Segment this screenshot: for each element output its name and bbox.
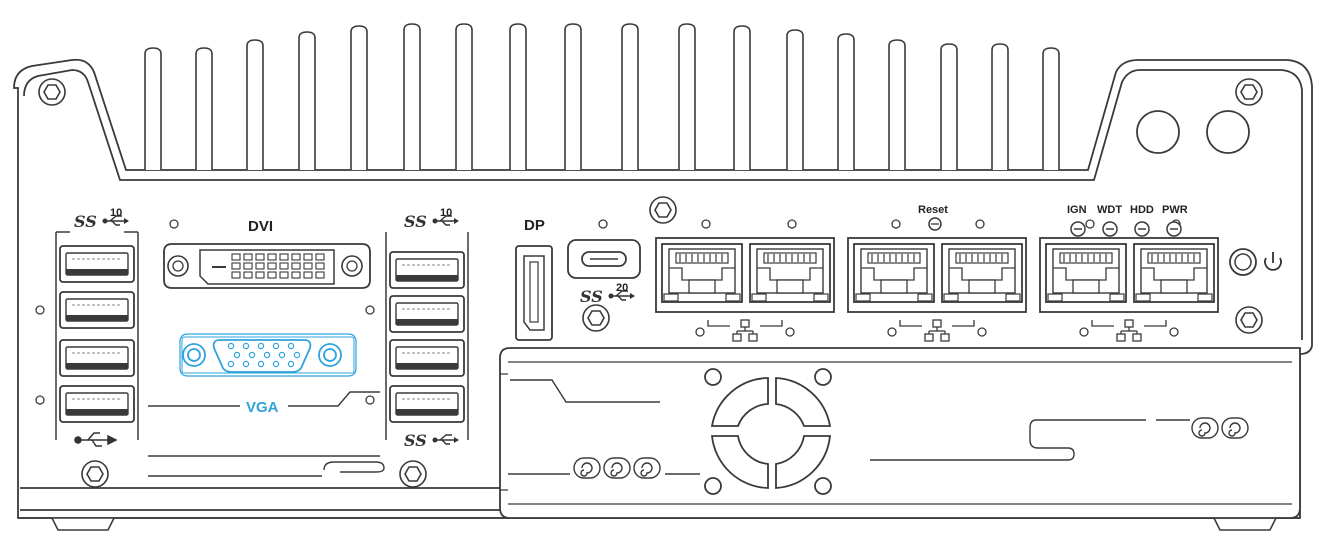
- heatsink-fin: [564, 23, 582, 170]
- heatsink-fin: [144, 47, 162, 170]
- antenna-hole: [1136, 110, 1180, 154]
- pwr-led: [1166, 221, 1182, 237]
- usb3-port[interactable]: [59, 245, 135, 283]
- expansion-cassette: [499, 347, 1301, 519]
- usb-mid-group: 10: [365, 207, 469, 488]
- usb-speed-label: 10: [440, 207, 452, 219]
- usb3-port[interactable]: [389, 251, 465, 289]
- hdd-led: [1134, 221, 1150, 237]
- hex-screw-icon: [582, 304, 610, 332]
- lan-port[interactable]: [1133, 243, 1215, 303]
- wdt-led: [1102, 221, 1118, 237]
- lan-port[interactable]: [853, 243, 935, 303]
- power-icon: [1264, 252, 1282, 271]
- displayport[interactable]: DP: [515, 217, 553, 341]
- heatsink-fin: [733, 25, 751, 170]
- lan-block: [847, 219, 1027, 342]
- vga-label: VGA: [246, 399, 279, 416]
- ign-switch[interactable]: [1070, 221, 1086, 237]
- hex-screw-icon: [399, 460, 427, 488]
- heatsink-fin: [1042, 47, 1060, 170]
- heatsink-fin: [246, 39, 264, 170]
- ign-label: IGN: [1067, 204, 1087, 216]
- lan-block: [1039, 219, 1219, 342]
- usbc-speed-label: 20: [616, 282, 628, 294]
- heatsink-fin: [195, 47, 213, 170]
- fan-vent: [704, 368, 832, 495]
- hex-screw-icon: [649, 196, 677, 224]
- panel-decor-lines: [148, 391, 385, 477]
- usb3-port[interactable]: [389, 295, 465, 333]
- heatsink-fin: [509, 23, 527, 170]
- heatsink-fin: [888, 39, 906, 170]
- heatsink-fin: [786, 29, 804, 170]
- chassis-feet: [20, 517, 1300, 531]
- hdd-label: HDD: [1130, 204, 1154, 216]
- lan-port[interactable]: [749, 243, 831, 303]
- usb-left-group: 10: [35, 207, 139, 488]
- heatsink-fin: [298, 31, 316, 170]
- dvi-label: DVI: [248, 218, 273, 235]
- usb2-port[interactable]: [59, 385, 135, 423]
- heatsink-fin: [455, 23, 473, 170]
- heatsink-fin: [350, 25, 368, 170]
- usb3-port[interactable]: [389, 339, 465, 377]
- pwr-label: PWR: [1162, 204, 1188, 216]
- reset-button[interactable]: [928, 217, 942, 231]
- wdt-label: WDT: [1097, 204, 1122, 216]
- lan-port[interactable]: [661, 243, 743, 303]
- dvi-port[interactable]: DVI: [163, 218, 371, 289]
- power-button[interactable]: [1229, 248, 1257, 276]
- usb-icon: [74, 432, 118, 447]
- usb3-port[interactable]: [389, 385, 465, 423]
- usb-c-port[interactable]: [567, 219, 641, 279]
- heatsink-fin: [940, 43, 958, 170]
- heatsink-fins: [144, 23, 1060, 170]
- reset-label: Reset: [918, 204, 948, 216]
- heatsink-fin: [403, 23, 421, 170]
- heatsink-fin: [837, 33, 855, 170]
- lan-port[interactable]: [1045, 243, 1127, 303]
- lan-port[interactable]: [941, 243, 1023, 303]
- heatsink-fin: [991, 43, 1009, 170]
- usb-speed-label: 10: [110, 207, 122, 219]
- vga-port[interactable]: [179, 333, 357, 377]
- hex-screw-icon: [81, 460, 109, 488]
- dp-label: DP: [524, 217, 545, 234]
- heatsink-fin: [621, 23, 639, 170]
- hex-screw-icon: [1235, 306, 1263, 334]
- heatsink-fin: [678, 23, 696, 170]
- hex-screw-icon: [38, 78, 66, 106]
- hex-screw-icon: [1235, 78, 1263, 106]
- usb3-port[interactable]: [59, 291, 135, 329]
- lan-block: [655, 219, 835, 342]
- antenna-hole: [1206, 110, 1250, 154]
- usb2-port[interactable]: [59, 339, 135, 377]
